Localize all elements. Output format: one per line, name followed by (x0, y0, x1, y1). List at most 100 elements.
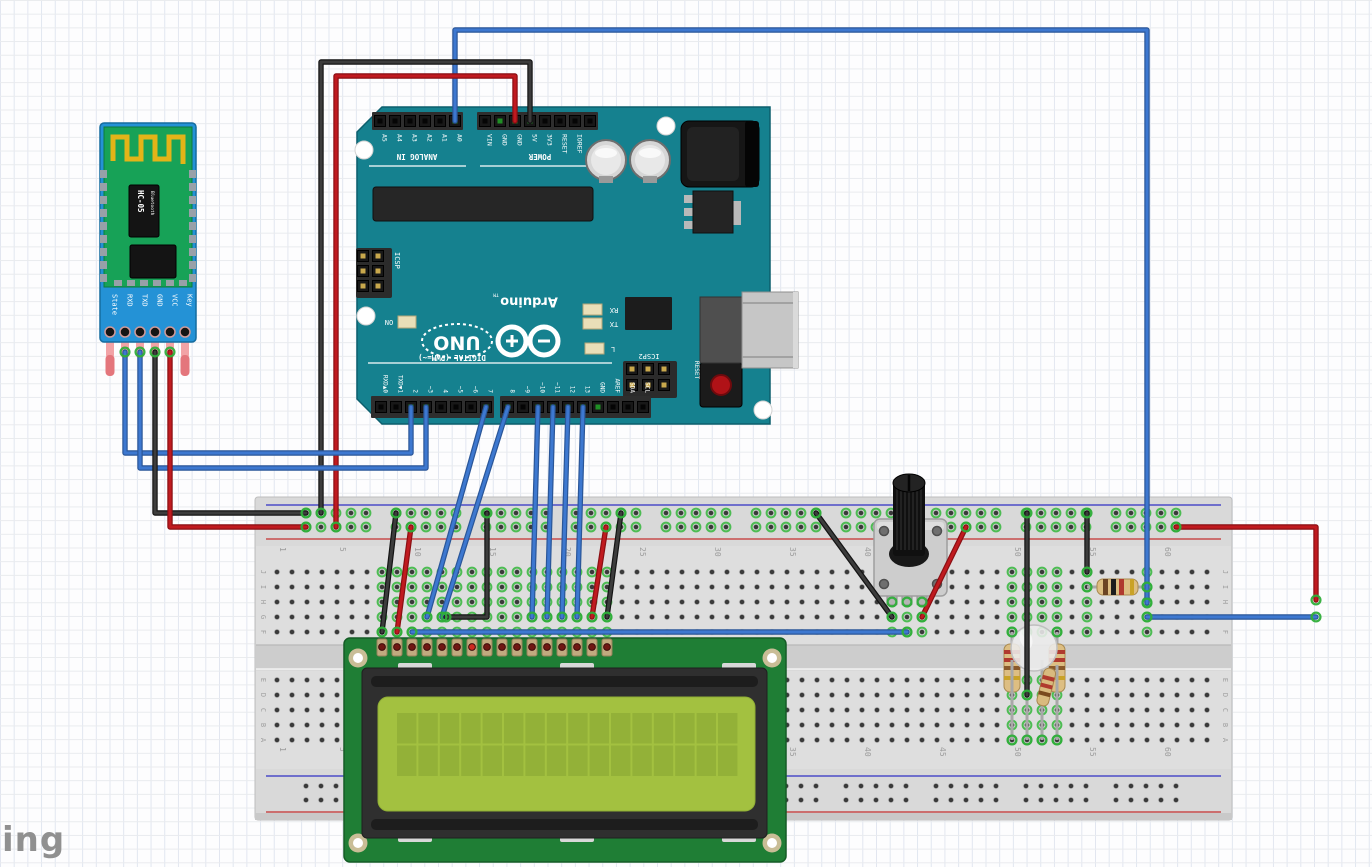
svg-text:A3: A3 (411, 134, 419, 142)
svg-text:F: F (259, 630, 267, 634)
rgb-led-lens (1010, 624, 1058, 672)
svg-text:ANALOG IN: ANALOG IN (396, 152, 437, 161)
svg-text:B: B (1221, 723, 1229, 727)
svg-text:RXD: RXD (126, 294, 134, 307)
svg-text:35: 35 (788, 547, 797, 557)
wire-rail-red-stub-right[interactable] (1173, 524, 1319, 603)
svg-text:VCC: VCC (171, 294, 179, 307)
svg-text:H: H (259, 600, 267, 604)
svg-text:TM: TM (493, 292, 499, 298)
svg-text:25: 25 (638, 547, 647, 557)
svg-text:A: A (259, 738, 267, 743)
power-jack (680, 120, 760, 188)
svg-text:~5: ~5 (457, 386, 464, 394)
svg-text:TXD: TXD (141, 294, 149, 307)
svg-text:E: E (1221, 678, 1229, 682)
svg-text:TX: TX (609, 320, 618, 328)
usb-interface-chip (625, 297, 672, 330)
svg-text:5: 5 (338, 747, 347, 752)
svg-text:B: B (259, 723, 267, 727)
svg-text:10: 10 (413, 547, 422, 557)
rgb-led-and-resistors[interactable] (1003, 624, 1066, 740)
svg-text:60: 60 (1163, 747, 1172, 757)
svg-text:IOREF: IOREF (576, 134, 584, 154)
svg-text:55: 55 (1088, 547, 1097, 557)
svg-text:UNO: UNO (433, 332, 480, 354)
wire-rail-to-lcd-vdd[interactable] (394, 524, 414, 635)
svg-text:SDA: SDA (629, 382, 636, 393)
wire-rail-to-lcd-e[interactable] (443, 510, 490, 620)
reset-button[interactable]: RESET (693, 361, 743, 408)
svg-text:3V3: 3V3 (546, 134, 554, 146)
svg-text:A0: A0 (456, 134, 464, 142)
svg-text:40: 40 (863, 547, 872, 557)
wire-gnd-to-left-rail[interactable] (333, 73, 518, 530)
svg-text:1: 1 (278, 547, 287, 552)
svg-text:8: 8 (509, 389, 516, 393)
arduino-infinity-icon (495, 324, 561, 358)
svg-text:20: 20 (563, 547, 572, 557)
svg-text:~9: ~9 (524, 386, 531, 394)
wire-rail-to-pot-right[interactable] (919, 524, 969, 620)
wire-5v-to-left-rail[interactable] (318, 59, 533, 516)
wire-d10-to-lcd-d4[interactable] (529, 404, 541, 620)
usb-connector (699, 291, 799, 369)
svg-text:ICSP: ICSP (393, 252, 401, 269)
svg-text:TXD▼1: TXD▼1 (397, 375, 404, 393)
wire-rail-to-lcd-backlight-k[interactable] (604, 510, 624, 620)
svg-text:J: J (1221, 570, 1229, 574)
wire-d11-to-lcd-d5[interactable] (544, 404, 556, 620)
wire-hc05-rxd-to-d2[interactable] (122, 349, 414, 456)
connection-rings (119, 346, 1322, 746)
lcd-header-pins (376, 638, 613, 657)
svg-text:55: 55 (1088, 747, 1097, 757)
potentiometer-knob[interactable] (892, 473, 926, 556)
wire-hc05-txd-to-d3[interactable] (137, 349, 429, 471)
svg-text:30: 30 (713, 547, 722, 557)
svg-text:VIN: VIN (486, 134, 494, 146)
svg-text:POWER: POWER (528, 152, 551, 161)
voltage-regulator (684, 190, 741, 234)
wire-d7-to-lcd-rs[interactable] (424, 404, 489, 620)
svg-text:F: F (1221, 630, 1229, 634)
on-led (397, 315, 417, 329)
potentiometer[interactable] (873, 473, 948, 606)
wire-hc05-vcc-to-rail[interactable] (167, 349, 309, 530)
svg-text:I: I (1221, 585, 1229, 589)
resistor-horizontal[interactable] (1087, 578, 1147, 596)
svg-text:5: 5 (338, 547, 347, 552)
svg-text:State: State (111, 294, 119, 315)
wire-rail-to-lcd-backlight-a[interactable] (589, 524, 609, 620)
svg-text:A: A (1221, 738, 1229, 743)
svg-text:13: 13 (584, 386, 591, 394)
wire-rail-to-pot-left[interactable] (813, 510, 895, 620)
wire-d13-to-lcd-d7[interactable] (574, 404, 586, 620)
svg-text:~6: ~6 (472, 386, 479, 394)
svg-text:50: 50 (1013, 547, 1022, 557)
svg-text:Arduino: Arduino (500, 294, 558, 309)
wire-d8-to-lcd-rw[interactable] (439, 404, 511, 620)
svg-text:60: 60 (1163, 547, 1172, 557)
svg-text:ON: ON (385, 318, 393, 326)
atmega-ic (372, 186, 594, 222)
middle-resistor (1036, 667, 1057, 707)
wire-rail-to-lcd-vss[interactable] (379, 510, 399, 635)
svg-text:4: 4 (442, 389, 449, 393)
svg-text:G: G (259, 615, 267, 619)
svg-text:A5: A5 (381, 134, 389, 142)
svg-text:~11: ~11 (554, 382, 561, 393)
lcd-display-16x2[interactable] (343, 637, 787, 863)
svg-text:DIGITAL (PWM=~): DIGITAL (PWM=~) (418, 353, 486, 362)
svg-text:L: L (611, 345, 615, 353)
svg-text:50: 50 (1013, 747, 1022, 757)
svg-text:15: 15 (488, 547, 497, 557)
svg-text:Bluetooth: Bluetooth (149, 191, 155, 216)
svg-text:A2: A2 (426, 134, 434, 142)
wire-hc05-gnd-to-rail[interactable] (152, 349, 309, 516)
wire-d12-to-lcd-d6[interactable] (559, 404, 571, 620)
